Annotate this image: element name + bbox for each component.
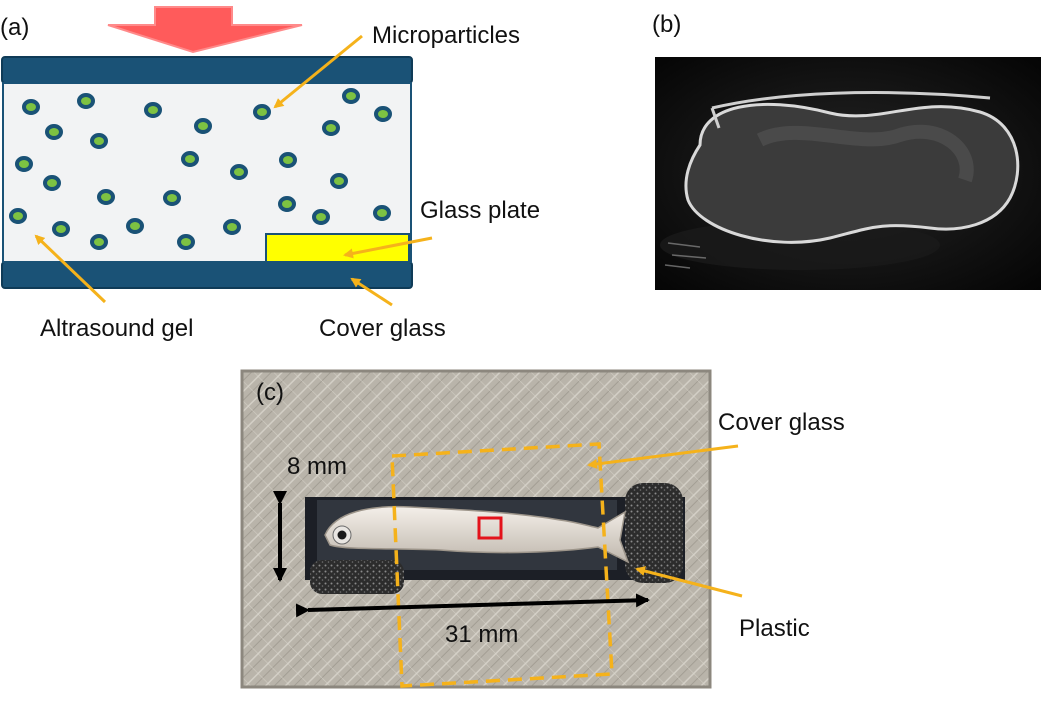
- panel-a-tag: (a): [0, 14, 29, 41]
- microparticle: [90, 234, 108, 250]
- plastic-right: [625, 483, 683, 583]
- microparticle: [22, 99, 40, 115]
- panel-b-tag: (b): [652, 11, 681, 38]
- microparticles: [9, 88, 392, 250]
- microparticle: [373, 205, 391, 221]
- glass-plate-label: Glass plate: [420, 197, 540, 224]
- top-wall: [1, 56, 413, 84]
- cover-glass-arrow: [350, 277, 393, 307]
- ultrasound-gel-label: Altrasound gel: [40, 315, 193, 342]
- microparticle: [374, 106, 392, 122]
- cover-glass-outline: [390, 442, 614, 688]
- bottom-wall: [1, 261, 413, 289]
- microparticle: [45, 124, 63, 140]
- microparticle: [322, 120, 340, 136]
- microparticle: [52, 221, 70, 237]
- speckle-line: [667, 242, 701, 248]
- lifted-edge: [711, 91, 991, 110]
- microparticle: [97, 189, 115, 205]
- glass-plate-arrow: [343, 236, 433, 259]
- microparticles-label: Microparticles: [372, 22, 520, 49]
- length-dimension-arrow: [295, 593, 650, 618]
- microparticle: [126, 218, 144, 234]
- microparticle: [177, 234, 195, 250]
- microparticle: [144, 102, 162, 118]
- panel-c: (c) 8 mm 31 mm Cover glass Plastic: [240, 369, 845, 689]
- speckle-line: [671, 254, 707, 259]
- cover-glass-arrow-c: [587, 444, 739, 469]
- region-of-interest-box: [477, 516, 503, 540]
- microparticle: [278, 196, 296, 212]
- microparticle: [15, 156, 33, 172]
- microparticle: [342, 88, 360, 104]
- microparticle: [90, 133, 108, 149]
- panel-a: (a): [0, 6, 540, 342]
- microparticle: [181, 151, 199, 167]
- cover-glass-label-a: Cover glass: [319, 315, 446, 342]
- microparticle: [77, 93, 95, 109]
- height-label: 8 mm: [287, 453, 347, 480]
- plastic-arrow: [635, 566, 743, 598]
- ultrasound-gel-arrow: [34, 234, 107, 304]
- microparticle: [43, 175, 61, 191]
- microparticle: [9, 208, 27, 224]
- microparticles-arrow: [273, 34, 363, 109]
- speckle-line: [664, 264, 691, 269]
- lifted-edge-tip: [710, 107, 721, 129]
- plastic-label: Plastic: [739, 615, 810, 642]
- bean-inner-sheen: [756, 124, 974, 183]
- microparticle: [330, 173, 348, 189]
- microparticle: [253, 104, 271, 120]
- microparticle: [194, 118, 212, 134]
- fish-body: [324, 505, 630, 564]
- microparticle: [279, 152, 297, 168]
- length-label: 31 mm: [445, 621, 518, 648]
- gel-chamber: [2, 82, 412, 263]
- microparticle: [312, 209, 330, 225]
- fish-pupil: [337, 530, 347, 540]
- microparticle: [223, 219, 241, 235]
- microparticle: [230, 164, 248, 180]
- microparticle: [163, 190, 181, 206]
- holder-edge-shadow: [240, 369, 712, 689]
- panel-c-tag: (c): [256, 379, 284, 406]
- cover-glass-label-c: Cover glass: [718, 409, 845, 436]
- pressure-arrow: [107, 6, 303, 54]
- plastic-left: [310, 560, 404, 594]
- panel-b: (b): [652, 11, 1041, 290]
